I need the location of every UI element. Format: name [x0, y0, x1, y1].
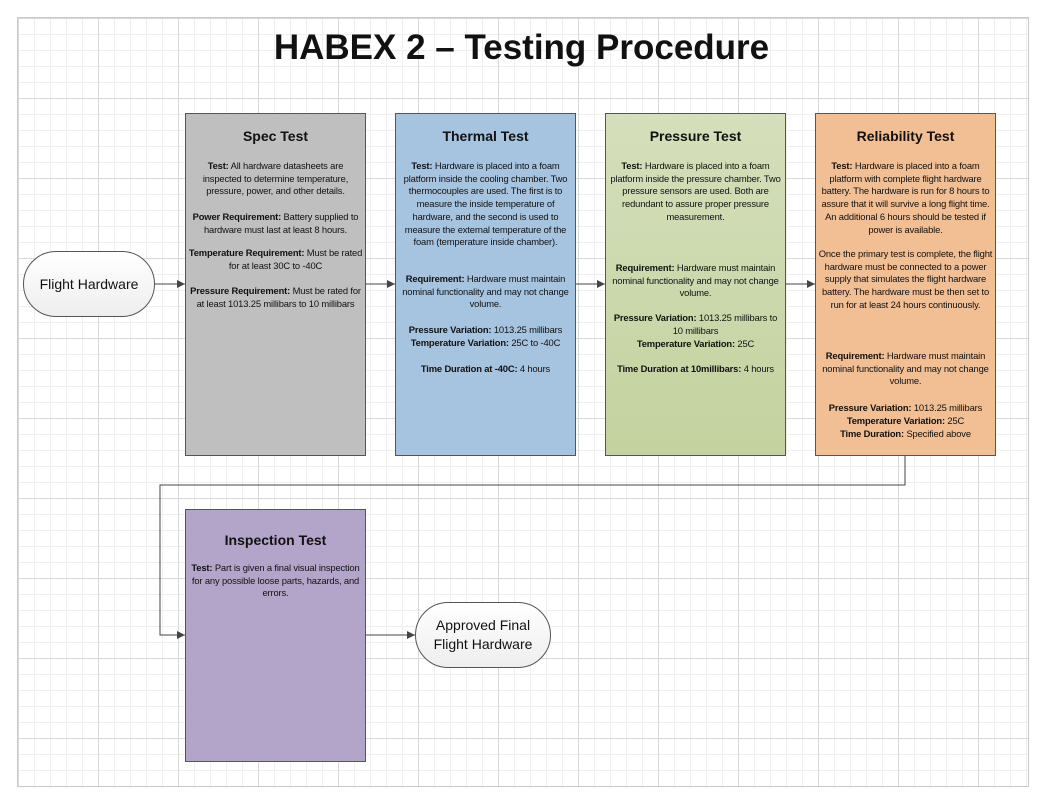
box-paragraph: Pressure Requirement: Must be rated for …: [190, 285, 361, 309]
box-paragraph: Pressure Variation: 1013.25 millibars: [828, 402, 983, 413]
box-title: Inspection Test: [224, 532, 327, 548]
box-paragraph: Temperature Variation: 25C: [846, 415, 965, 426]
thermal-test-box[interactable]: Thermal Test Test: Hardware is placed in…: [395, 113, 576, 456]
box-paragraph: Test: Hardware is placed into a foam pla…: [610, 160, 781, 222]
start-label: Flight Hardware: [39, 275, 139, 292]
box-paragraph: Requirement: Hardware must maintain nomi…: [822, 350, 989, 387]
box-paragraph: Test: All hardware datasheets are inspec…: [202, 160, 349, 197]
box-paragraph: Test: Part is given a final visual inspe…: [191, 562, 360, 599]
start-node-flight-hardware[interactable]: Flight Hardware: [23, 251, 155, 317]
reliability-test-box[interactable]: Reliability Test Test: Hardware is place…: [815, 113, 996, 456]
page-title: HABEX 2 – Testing Procedure: [273, 28, 770, 67]
box-paragraph: Temperature Variation: 25C to -40C: [410, 337, 561, 348]
box-paragraph: Pressure Variation: 1013.25 millibars to…: [613, 312, 778, 336]
box-title: Pressure Test: [649, 128, 742, 144]
pressure-test-box[interactable]: Pressure Test Test: Hardware is placed i…: [605, 113, 786, 456]
box-paragraph: Requirement: Hardware must maintain nomi…: [402, 273, 569, 310]
inspection-test-box[interactable]: Inspection Test Test: Part is given a fi…: [185, 509, 366, 762]
arrow-reliability-to-inspection: [159, 455, 906, 639]
box-paragraph: Time Duration at 10millibars: 4 hours: [617, 363, 774, 374]
box-paragraph: Time Duration: Specified above: [840, 428, 971, 439]
spec-test-box[interactable]: Spec Test Test: All hardware datasheets …: [185, 113, 366, 456]
box-paragraph: Once the primary test is complete, the f…: [818, 248, 993, 310]
box-paragraph: Temperature Variation: 25C: [636, 338, 755, 349]
box-paragraph: Test: Hardware is placed into a foam pla…: [821, 160, 990, 235]
box-paragraph: Time Duration at -40C: 4 hours: [420, 363, 551, 374]
box-paragraph: Test: Hardware is placed into a foam pla…: [403, 160, 568, 248]
box-paragraph: Power Requirement: Battery supplied to h…: [192, 211, 359, 235]
box-paragraph: Temperature Requirement: Must be rated f…: [188, 247, 363, 271]
box-paragraph: Pressure Variation: 1013.25 millibars: [408, 324, 563, 335]
box-title: Spec Test: [242, 128, 309, 144]
box-paragraph: Requirement: Hardware must maintain nomi…: [612, 262, 779, 299]
box-title: Thermal Test: [442, 128, 529, 144]
box-title: Reliability Test: [856, 128, 955, 144]
